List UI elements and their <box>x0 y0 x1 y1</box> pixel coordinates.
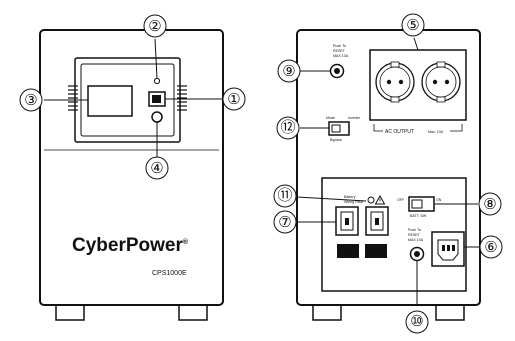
brand-logo: CyberPower® <box>72 235 189 256</box>
svg-text:Wiring Fault: Wiring Fault <box>344 200 363 204</box>
callout-2: ② <box>143 14 167 38</box>
rear-right-foot <box>435 303 465 321</box>
callout-6: ⑥ <box>479 235 503 259</box>
battery-cable-left <box>337 244 359 258</box>
callout-3: ③ <box>19 88 43 112</box>
lcd-display <box>87 85 133 117</box>
svg-text:Battery: Battery <box>344 195 356 199</box>
right-grille <box>177 85 187 111</box>
svg-text:OFF: OFF <box>397 198 405 202</box>
svg-text:④: ④ <box>150 159 163 177</box>
svg-text:Push To: Push To <box>408 228 421 232</box>
led-indicator <box>153 77 161 85</box>
callout-10: ⑩ <box>405 310 429 334</box>
ac-output-bracket-right <box>450 124 463 132</box>
svg-text:Inverter: Inverter <box>348 116 361 120</box>
callout-4: ④ <box>145 156 169 180</box>
top-reset-button-core <box>334 68 340 74</box>
front-right-foot <box>178 303 208 321</box>
svg-text:Bypass: Bypass <box>330 138 342 142</box>
callout-8: ⑧ <box>478 192 502 216</box>
rear-leader-lines <box>296 37 479 305</box>
bottom-reset-button-core <box>414 251 420 257</box>
battery-cable-right <box>365 244 387 258</box>
svg-text:⑩: ⑩ <box>410 312 423 330</box>
front-left-foot <box>55 303 85 321</box>
callout-1: ① <box>222 87 246 111</box>
ac-outlet-left <box>375 61 415 103</box>
svg-text:MAX 10A: MAX 10A <box>333 54 349 58</box>
function-button[interactable] <box>151 111 163 123</box>
callout-5: ⑤ <box>401 13 425 37</box>
power-switch-rocker <box>152 95 161 103</box>
svg-text:③: ③ <box>24 91 37 109</box>
svg-text:⑤: ⑤ <box>406 16 419 34</box>
svg-text:⑦: ⑦ <box>278 213 291 231</box>
svg-text:ON: ON <box>436 198 442 202</box>
svg-text:Mode: Mode <box>326 116 335 120</box>
front-leader-lines <box>44 38 222 157</box>
callout-12: ⑫ <box>276 116 300 140</box>
rear-left-foot <box>312 303 342 321</box>
svg-text:RESET: RESET <box>333 49 346 53</box>
svg-text:Max. 10A: Max. 10A <box>428 130 444 134</box>
svg-text:⑫: ⑫ <box>280 118 295 136</box>
svg-text:BATT. SW: BATT. SW <box>410 214 427 218</box>
svg-text:MAX 10A: MAX 10A <box>408 238 424 242</box>
svg-text:⑥: ⑥ <box>484 238 497 256</box>
callout-11: ⑪ <box>273 184 297 208</box>
rear-unit: Push To RESET MAX 10A Mode Inverter Bypa… <box>296 29 481 321</box>
svg-text:①: ① <box>227 90 240 108</box>
svg-text:②: ② <box>148 17 161 35</box>
svg-text:Push To: Push To <box>333 44 346 48</box>
svg-text:RESET: RESET <box>408 233 421 237</box>
ac-outlet-right <box>421 61 461 103</box>
svg-text:⑧: ⑧ <box>483 195 496 213</box>
mode-switch-slider <box>331 124 341 133</box>
callout-9: ⑨ <box>277 59 301 83</box>
ac-output-bracket-left <box>373 124 383 132</box>
left-grille <box>68 85 78 111</box>
ac-output-label: AC OUTPUT <box>385 129 414 135</box>
wiring-fault-led <box>367 196 375 204</box>
callout-7: ⑦ <box>273 210 297 234</box>
svg-text:⑪: ⑪ <box>277 186 292 204</box>
model-label: CPS1000E <box>152 270 187 277</box>
front-unit: CyberPower® CPS1000E <box>39 29 224 321</box>
svg-text:⑨: ⑨ <box>282 62 295 80</box>
